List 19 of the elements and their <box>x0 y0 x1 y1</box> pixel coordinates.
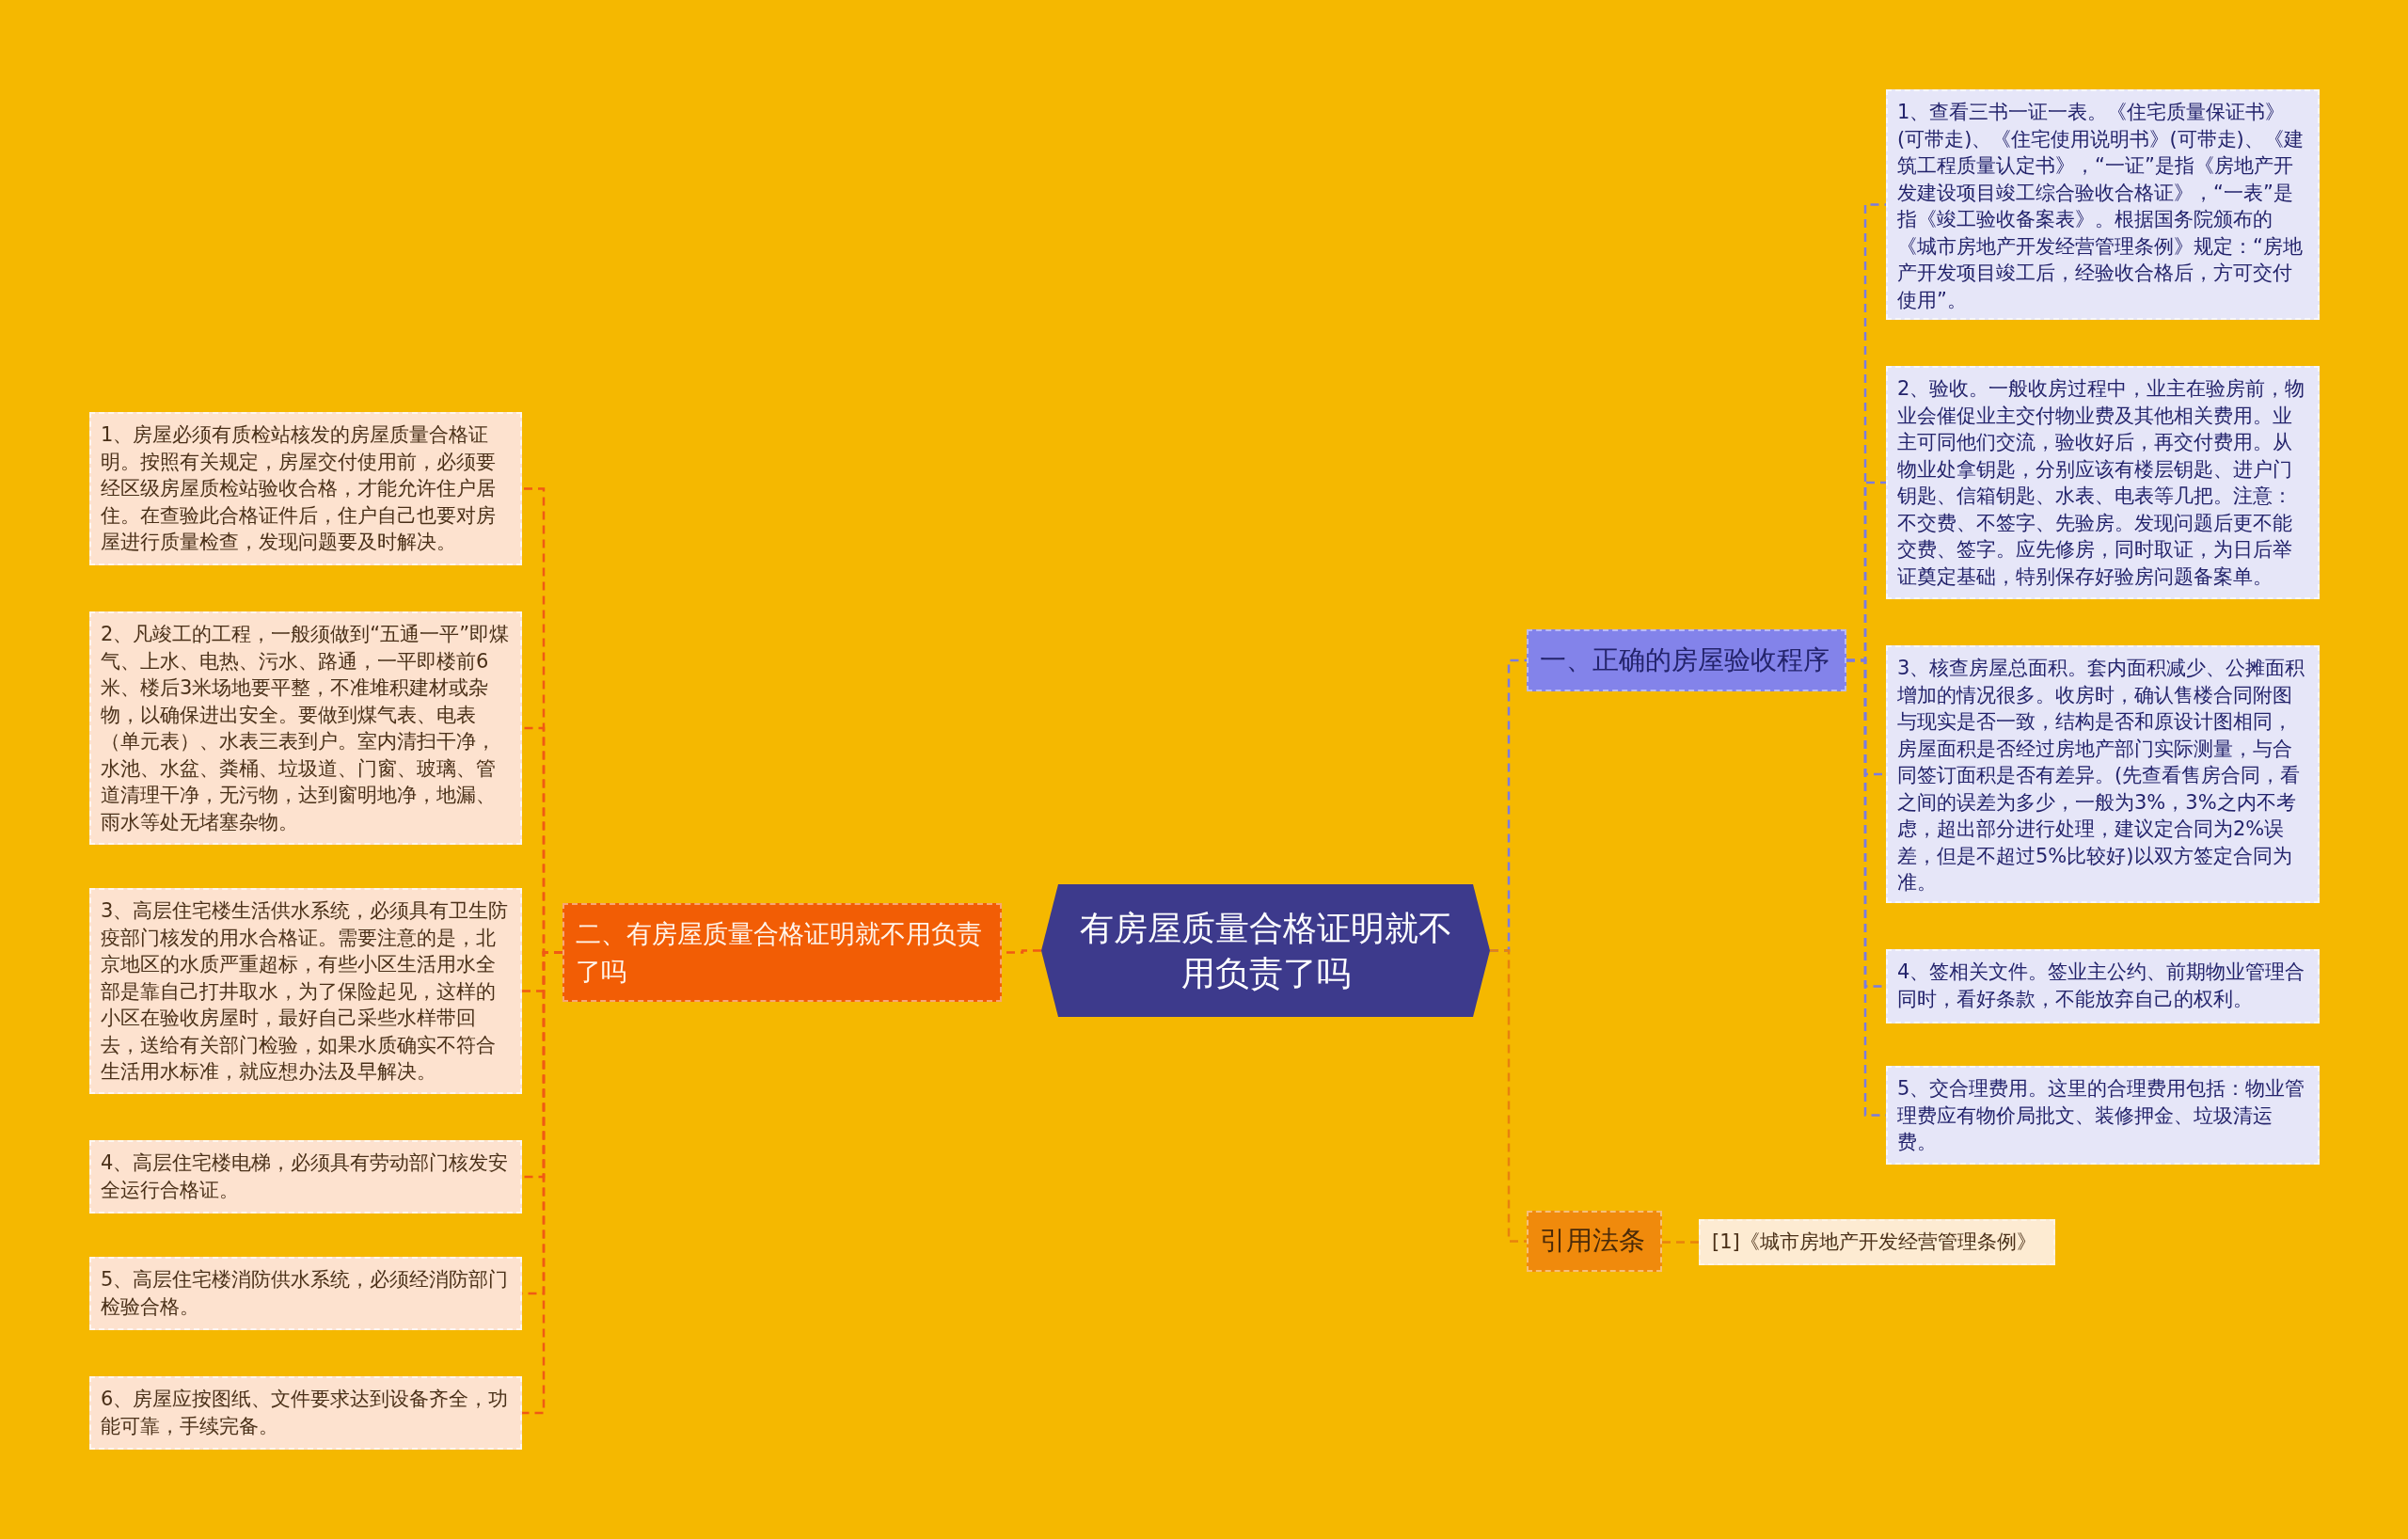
text-card: 3、核查房屋总面积。套内面积减少、公摊面积增加的情况很多。收房时，确认售楼合同附图与现实是否一致，结构是否和原设计图相同，房屋面积是否经过房地产部门实际测量，与合同签订面积是否有差异。(先查看售房合同，看之间的误差为多少，一般为3%，3%之内不考虑，超出部分进行处理，建议定合同为2%误差，但是不超过5%比较好)以双方签定合同为准。 <box>1886 645 2320 903</box>
text-card: 2、验收。一般收房过程中，业主在验房前，物业会催促业主交付物业费及其他相关费用。业主可同他们交流，验收好后，再交付费用。从物业处拿钥匙，分别应该有楼层钥匙、进户门钥匙、信箱钥匙、水表、电表等几把。注意：不交费、不签字、先验房。发现问题后更不能交费、签字。应先修房，同时取证，为日后举证奠定基础，特别保存好验房问题备案单。 <box>1886 366 2320 599</box>
text-card: 4、签相关文件。签业主公约、前期物业管理合同时，看好条款，不能放弃自己的权利。 <box>1886 949 2320 1023</box>
text-card: 5、交合理费用。这里的合理费用包括：物业管理费应有物价局批文、装修押金、垃圾清运费。 <box>1886 1066 2320 1165</box>
text-card: 3、高层住宅楼生活供水系统，必须具有卫生防疫部门核发的用水合格证。需要注意的是，北京地区的水质严重超标，有些小区生活用水全部是靠自己打井取水，为了保险起见，这样的小区在验收房屋时，最好自己采些水样带回去，送给有关部门检验，如果水质确实不符合生活用水标准，就应想办法及早解决。 <box>89 888 522 1094</box>
topic-title: 有房屋质量合格证明就不用负责了吗 <box>1078 907 1453 994</box>
topic-box: 引用法条 <box>1527 1211 1662 1272</box>
topic-box: 二、有房屋质量合格证明就不用负责了吗 <box>562 903 1002 1002</box>
topic-box: 一、正确的房屋验收程序 <box>1527 629 1846 691</box>
text-card: 4、高层住宅楼电梯，必须具有劳动部门核发安全运行合格证。 <box>89 1140 522 1214</box>
connector-line <box>1490 949 1527 1243</box>
reference-card: [1]《城市房地产开发经营管理条例》 <box>1699 1219 2055 1265</box>
central-topic <box>1041 884 1490 1017</box>
text-card: 5、高层住宅楼消防供水系统，必须经消防部门检验合格。 <box>89 1257 522 1330</box>
text-card: 1、查看三书一证一表。《住宅质量保证书》(可带走)、《住宅使用说明书》(可带走)、《建筑工程质量认定书》，“一证”是指《房地产开发建设项目竣工综合验收合格证》，“一表”是指《竣工验收备案表》。根据国务院颁布的《城市房地产开发经营管理条例》规定：“房地产开发项目竣工后，经验收合格后，方可交付使用”。 <box>1886 89 2320 320</box>
text-card: 6、房屋应按图纸、文件要求达到设备齐全，功能可靠，手续完备。 <box>89 1376 522 1450</box>
text-card: 1、房屋必须有质检站核发的房屋质量合格证明。按照有关规定，房屋交付使用前，必须要经区级房屋质检站验收合格，才能允许住户居住。在查验此合格证件后，住户自己也要对房屋进行质量检查，发现问题要及时解决。 <box>89 412 522 565</box>
text-card: 2、凡竣工的工程，一般须做到“五通一平”即煤气、上水、电热、污水、路通，一平即楼前6米、楼后3米场地要平整，不准堆积建材或杂物，以确保进出安全。要做到煤气表、电表（单元表）、水表三表到户。室内清扫干净，水池、水盆、粪桶、垃圾道、门窗、玻璃、管道清理干净，无污物，达到窗明地净，地漏、雨水等处无堵塞杂物。 <box>89 611 522 845</box>
connector-line <box>1662 1241 1699 1244</box>
